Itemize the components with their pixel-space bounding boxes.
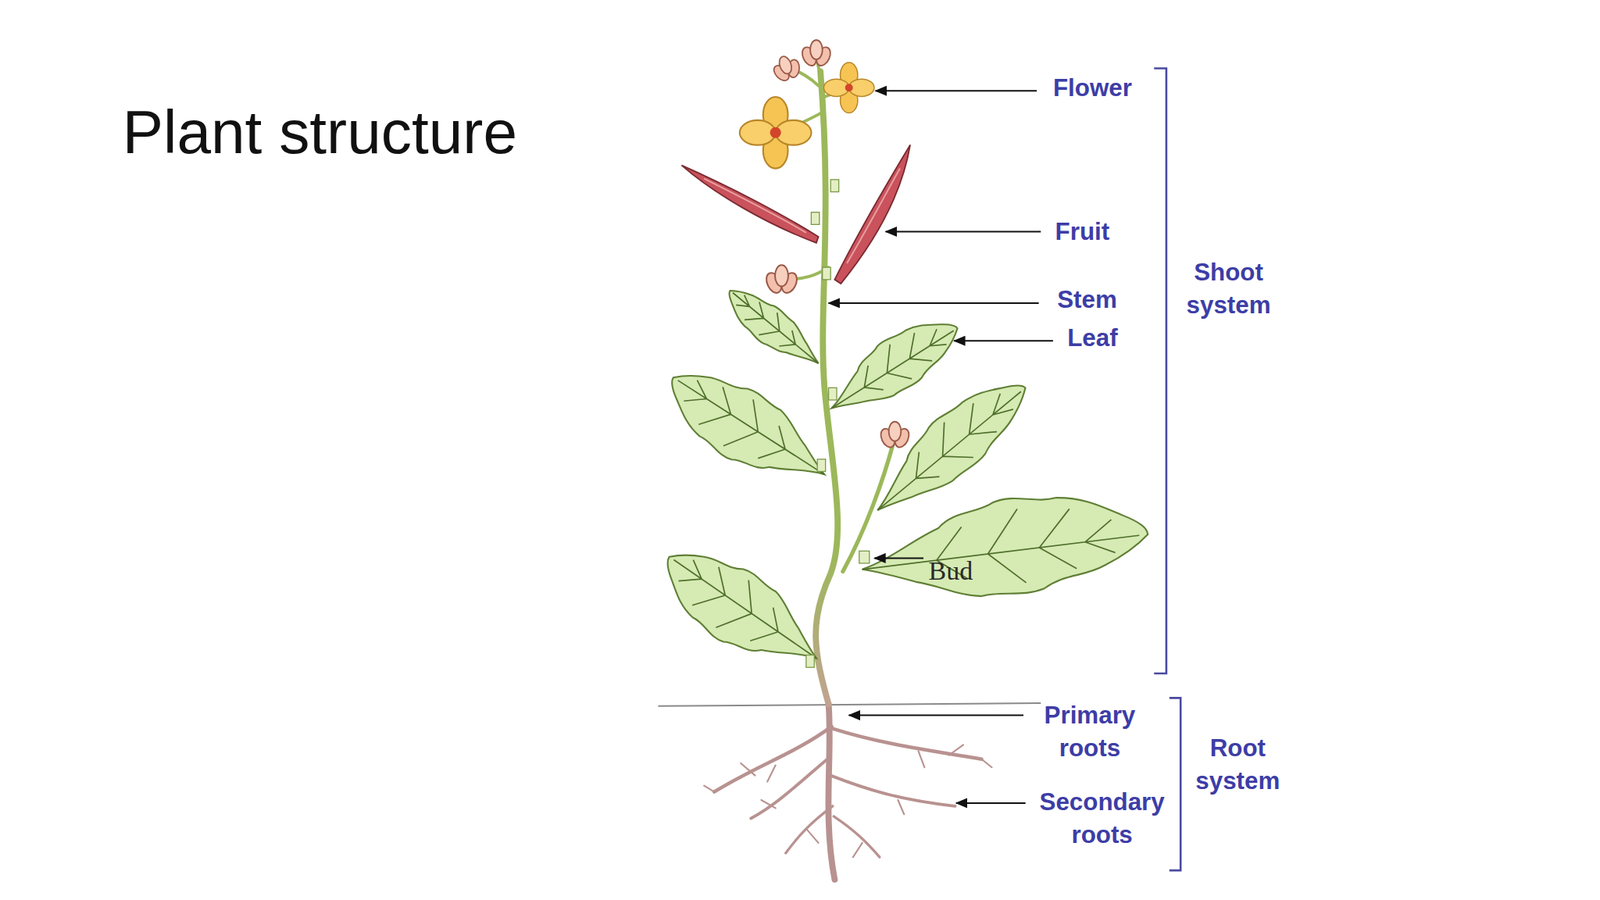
leaf bbox=[717, 277, 829, 379]
flower-bud bbox=[799, 39, 833, 68]
leaf bbox=[816, 303, 971, 429]
flower bbox=[823, 62, 875, 114]
axil-buds bbox=[806, 179, 870, 668]
part-label: Bud bbox=[928, 555, 974, 589]
leaf bbox=[646, 528, 836, 692]
roots bbox=[703, 703, 992, 880]
ground-line bbox=[657, 703, 1041, 707]
part-label: Leaf bbox=[1067, 321, 1118, 354]
part-label: Flower bbox=[1053, 71, 1133, 104]
flower-bud bbox=[767, 51, 806, 86]
group-label: Shoot system bbox=[1177, 256, 1280, 322]
leaf bbox=[652, 350, 843, 508]
leaf bbox=[855, 482, 1154, 613]
flower-bud bbox=[878, 421, 912, 450]
title: Plant structure bbox=[122, 96, 518, 170]
flower bbox=[739, 96, 812, 169]
leaves bbox=[646, 277, 1154, 692]
part-label: Fruit bbox=[1055, 215, 1111, 249]
brackets bbox=[1153, 68, 1181, 872]
leader-arrows bbox=[828, 90, 1054, 804]
flower-bud bbox=[763, 264, 800, 296]
group-label: Root system bbox=[1186, 731, 1290, 797]
part-label: Stem bbox=[1057, 283, 1118, 317]
flowers bbox=[739, 39, 912, 450]
fruits bbox=[681, 144, 911, 284]
part-label: Primary roots bbox=[1028, 699, 1152, 765]
part-label: Secondary roots bbox=[1025, 785, 1179, 852]
